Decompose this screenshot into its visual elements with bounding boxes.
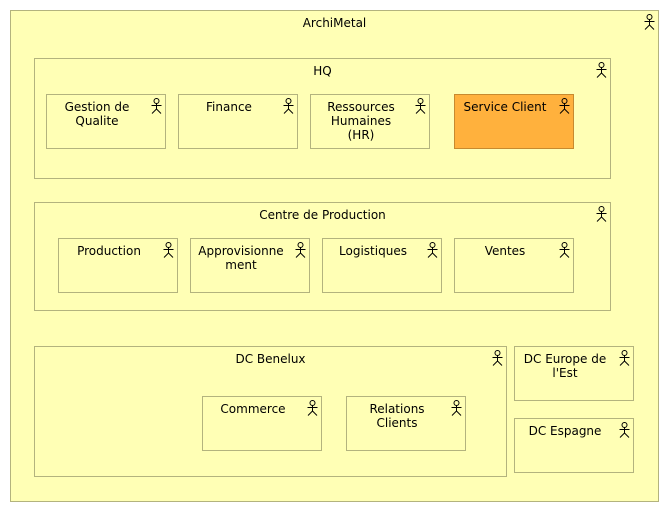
business-actor-icon: [492, 350, 503, 366]
dc-benelux-label: DC Benelux: [235, 352, 306, 366]
actor-label: Service Client: [463, 100, 547, 114]
business-actor-icon: [427, 242, 438, 258]
business-actor-icon: [619, 350, 630, 366]
actor-label: DC Europe de l'Est: [523, 352, 607, 380]
hq-label: HQ: [313, 64, 332, 78]
actor-label: Production: [77, 244, 141, 258]
actor-label: Logistiques: [339, 244, 407, 258]
business-actor-icon: [559, 242, 570, 258]
actor-label: DC Espagne: [528, 424, 602, 438]
business-actor-icon: [415, 98, 426, 114]
actor-logistiques[interactable]: Logistiques: [322, 238, 442, 293]
actor-ventes[interactable]: Ventes: [454, 238, 574, 293]
actor-label: Ventes: [484, 244, 526, 258]
actor-label: Ressources Humaines (HR): [327, 100, 395, 142]
archimetal-label: ArchiMetal: [302, 16, 367, 30]
actor-service-client[interactable]: Service Client: [454, 94, 574, 149]
actor-finance[interactable]: Finance: [178, 94, 298, 149]
business-actor-icon: [283, 98, 294, 114]
actor-dc-europe-de-l-est[interactable]: DC Europe de l'Est: [514, 346, 634, 401]
actor-dc-espagne[interactable]: DC Espagne: [514, 418, 634, 473]
actor-production[interactable]: Production: [58, 238, 178, 293]
actor-gestion-de-qualite[interactable]: Gestion de Qualite: [46, 94, 166, 149]
centre-de-production-label: Centre de Production: [259, 208, 386, 222]
actor-label: Relations Clients: [369, 402, 425, 430]
business-actor-icon: [163, 242, 174, 258]
actor-label: Finance: [206, 100, 252, 114]
actor-ressources-humaines[interactable]: Ressources Humaines (HR): [310, 94, 430, 149]
business-actor-icon: [596, 62, 607, 78]
business-actor-icon: [559, 98, 570, 114]
actor-relations-clients[interactable]: Relations Clients: [346, 396, 466, 451]
actor-label: Gestion de Qualite: [64, 100, 130, 128]
business-actor-icon: [644, 14, 655, 30]
business-actor-icon: [151, 98, 162, 114]
business-actor-icon: [619, 422, 630, 438]
business-actor-icon: [451, 400, 462, 416]
business-actor-icon: [295, 242, 306, 258]
actor-label: Approvisionne ment: [198, 244, 284, 272]
actor-commerce[interactable]: Commerce: [202, 396, 322, 451]
business-actor-icon: [596, 206, 607, 222]
actor-approvisionnement[interactable]: Approvisionne ment: [190, 238, 310, 293]
business-actor-icon: [307, 400, 318, 416]
actor-label: Commerce: [220, 402, 286, 416]
